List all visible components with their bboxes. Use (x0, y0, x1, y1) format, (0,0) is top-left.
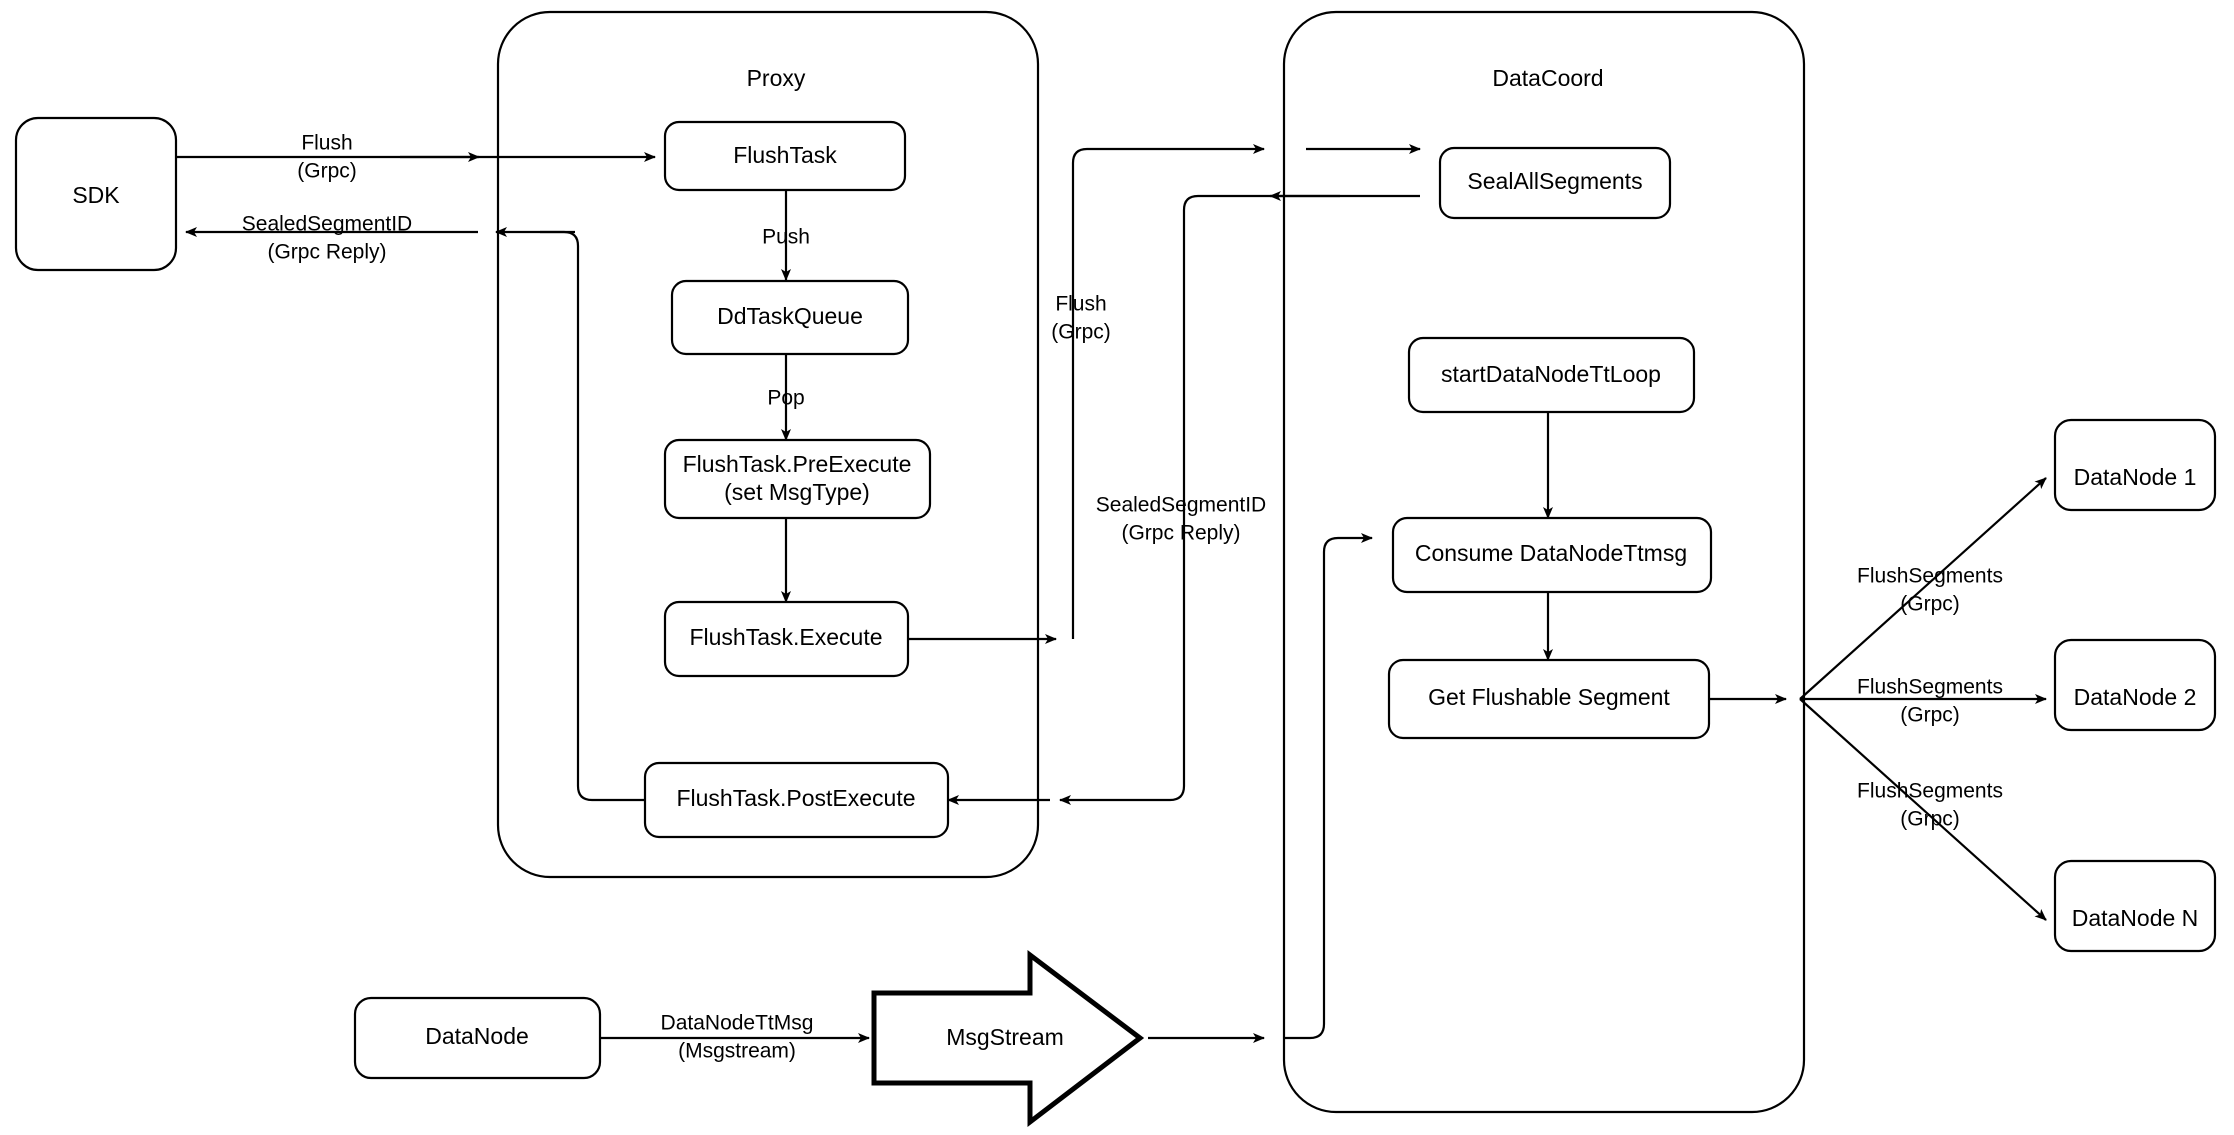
node-flush-task-label: FlushTask (733, 142, 837, 168)
container-proxy (496, 10, 1040, 879)
edge-label-flush-segments-n-l1: FlushSegments (1857, 780, 2003, 803)
node-flush-task-preexecute[interactable] (663, 438, 932, 520)
node-flush-task[interactable] (663, 120, 907, 192)
edge-label-flush-grpc-l2: (Grpc) (297, 160, 357, 183)
container-datacoord (1282, 10, 1806, 1114)
edge-label-flush-segments-2-l2: (Grpc) (1900, 704, 1960, 727)
edge-label-flush-segments-2-l1: FlushSegments (1857, 676, 2003, 699)
node-datanode-1-label: DataNode 1 (2074, 464, 2197, 490)
node-msgstream[interactable] (871, 949, 1145, 1128)
edge-label-flush-segments-1-l2: (Grpc) (1900, 593, 1960, 616)
edge-datacoord-bottom-rail-to-consume (1284, 533, 1373, 1040)
node-datanode-n[interactable] (2053, 859, 2217, 953)
edge-label-flush-grpc-l1: Flush (301, 132, 352, 155)
edge-label-datanode-ttmsg-l2: (Msgstream) (678, 1040, 796, 1063)
node-flush-task-postexecute-label: FlushTask.PostExecute (676, 785, 915, 811)
edge-label-sealedsegmentid-reply-l1: SealedSegmentID (242, 213, 412, 236)
node-seal-all-segments[interactable] (1438, 146, 1672, 220)
edge-hub-to-datanode-n (1799, 698, 2047, 921)
node-sdk-label: SDK (72, 182, 120, 208)
edge-label-sealedsegmentid-reply-l2: (Grpc Reply) (267, 241, 386, 264)
node-get-flushable-segment[interactable] (1387, 658, 1711, 740)
edge-label-flush-segments-n-l2: (Grpc) (1900, 808, 1960, 831)
node-flush-task-preexecute-label-line1: FlushTask.PreExecute (683, 451, 912, 477)
edge-label-flush-segments-1-l1: FlushSegments (1857, 565, 2003, 588)
node-flush-task-postexecute[interactable] (643, 761, 950, 839)
node-seal-all-segments-label: SealAllSegments (1467, 168, 1642, 194)
node-start-datanode-tt-loop[interactable] (1407, 336, 1696, 414)
node-dd-task-queue-label: DdTaskQueue (717, 303, 863, 329)
node-start-datanode-tt-loop-label: startDataNodeTtLoop (1441, 361, 1661, 387)
node-consume-datanode-ttmsg[interactable] (1391, 516, 1713, 594)
edge-flush-grpc-rail (1071, 144, 1265, 639)
node-datanode-2-label: DataNode 2 (2074, 684, 2197, 710)
edge-label-pop: Pop (767, 387, 804, 410)
edge-sealedsegmentid-rail (1059, 194, 1420, 805)
node-datanode-2[interactable] (2053, 638, 2217, 732)
edge-postexecute-to-sdk-rail (540, 230, 645, 802)
node-dd-task-queue[interactable] (670, 279, 910, 356)
container-datacoord-label: DataCoord (1492, 65, 1603, 91)
node-get-flushable-segment-label: Get Flushable Segment (1428, 684, 1670, 710)
node-flush-task-preexecute-label-line2: (set MsgType) (724, 479, 870, 505)
edge-label-datanode-ttmsg-l1: DataNodeTtMsg (661, 1012, 814, 1035)
edge-label-push: Push (762, 226, 810, 249)
node-msgstream-label: MsgStream (946, 1024, 1064, 1050)
edge-hub-to-datanode-1 (1799, 477, 2047, 700)
node-datanode-1[interactable] (2053, 418, 2217, 512)
edge-label-coord-to-proxy-reply-l2: (Grpc Reply) (1121, 522, 1240, 545)
node-consume-datanode-ttmsg-label: Consume DataNodeTtmsg (1415, 540, 1687, 566)
edge-label-coord-to-proxy-reply-l1: SealedSegmentID (1096, 494, 1266, 517)
node-sdk[interactable] (14, 116, 178, 272)
container-proxy-label: Proxy (747, 65, 806, 91)
edge-label-proxy-to-coord-flush-l1: Flush (1055, 293, 1106, 316)
node-datanode-source-label: DataNode (425, 1023, 529, 1049)
node-datanode-source[interactable] (353, 996, 602, 1080)
node-flush-task-execute-label: FlushTask.Execute (689, 624, 882, 650)
node-datanode-n-label: DataNode N (2072, 905, 2199, 931)
edge-label-proxy-to-coord-flush-l2: (Grpc) (1051, 321, 1111, 344)
node-flush-task-execute[interactable] (663, 600, 910, 678)
